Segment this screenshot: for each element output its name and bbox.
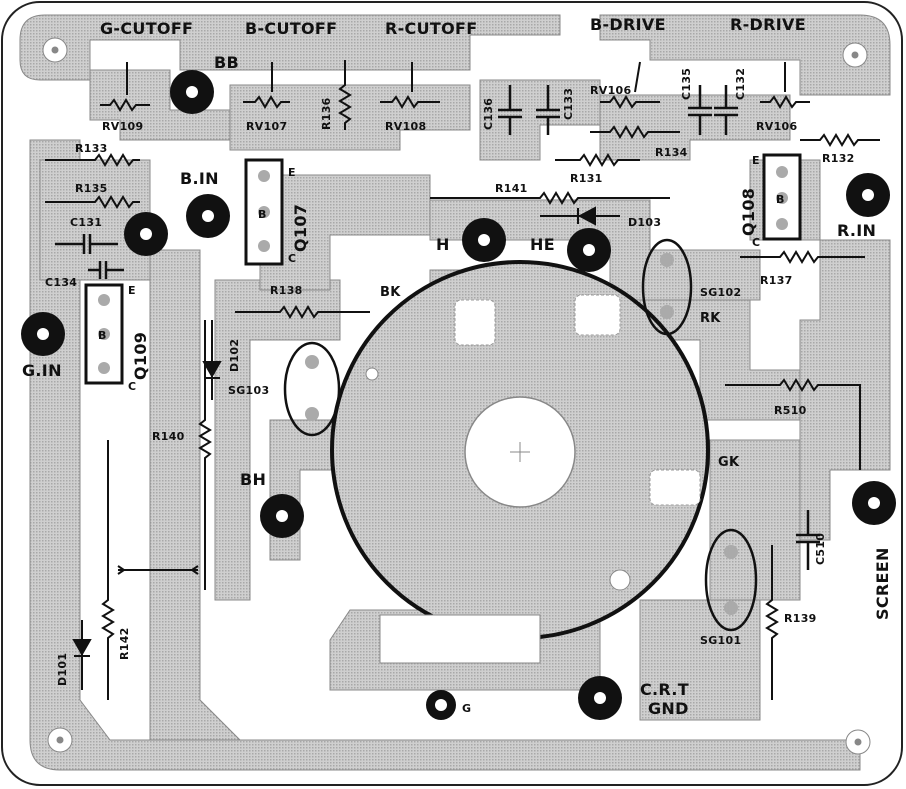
label-q108: Q108	[739, 188, 758, 236]
label-r134: R134	[655, 146, 688, 159]
label-r133: R133	[75, 142, 108, 155]
label-r137: R137	[760, 274, 793, 287]
label-d102: D102	[228, 339, 241, 372]
label-r140: R140	[152, 430, 185, 443]
diode-symbols	[72, 206, 620, 690]
terminal-pads	[21, 70, 896, 720]
label-bb: BB	[214, 53, 239, 72]
label-q109-e: E	[128, 284, 136, 297]
socket-hole	[609, 569, 631, 591]
copper-traces	[19, 14, 891, 771]
label-c136: C136	[482, 98, 495, 130]
label-c132: C132	[734, 68, 747, 100]
spark-gap-pads	[305, 253, 738, 615]
label-q108-c: C	[752, 236, 760, 249]
label-q109-c: C	[128, 380, 136, 393]
label-rv108: RV108	[385, 120, 426, 133]
label-c510: C510	[814, 533, 827, 565]
label-r510: R510	[774, 404, 807, 417]
label-q108-b: B	[776, 193, 785, 206]
trimmer-pots	[100, 61, 810, 112]
label-crt: C.R.T	[640, 680, 689, 699]
label-r131: R131	[570, 172, 603, 185]
label-q107: Q107	[291, 204, 310, 252]
label-c131: C131	[70, 216, 102, 229]
socket-pin-cutout	[454, 299, 496, 346]
label-rv106-b: RV106	[590, 84, 631, 97]
socket-cutout	[379, 614, 541, 664]
label-sg103: SG103	[228, 384, 269, 397]
label-q107-e: E	[288, 166, 296, 179]
label-rk: RK	[700, 311, 721, 326]
label-r142: R142	[118, 627, 131, 660]
label-gk: GK	[718, 455, 740, 470]
spark-gaps	[283, 238, 758, 632]
wire-links	[117, 565, 773, 700]
label-rv107: RV107	[246, 120, 287, 133]
transistor-bodies	[84, 153, 802, 385]
label-q108-e: E	[752, 154, 760, 167]
label-r-cutoff: R-CUTOFF	[385, 19, 477, 38]
label-c134: C134	[45, 276, 77, 289]
label-r138: R138	[270, 284, 303, 297]
labels: G-CUTOFF B-CUTOFF R-CUTOFF B-DRIVE R-DRI…	[22, 15, 892, 718]
label-d101: D101	[56, 653, 69, 686]
label-r139: R139	[784, 612, 817, 625]
label-q109-b: B	[98, 329, 107, 342]
label-g-in: G.IN	[22, 361, 62, 380]
label-g: G	[462, 702, 471, 715]
label-b-in: B.IN	[180, 169, 219, 188]
label-screen: SCREEN	[873, 547, 892, 620]
label-q107-b: B	[258, 208, 267, 221]
label-r-drive: R-DRIVE	[730, 15, 806, 34]
label-d103: D103	[628, 216, 661, 229]
label-sg101: SG101	[700, 634, 741, 647]
label-bk: BK	[380, 285, 401, 300]
label-q107-c: C	[288, 252, 296, 265]
label-he: HE	[530, 235, 555, 254]
label-r-in: R.IN	[837, 221, 876, 240]
label-r141: R141	[495, 182, 528, 195]
capacitor-symbols	[55, 85, 820, 570]
label-r135: R135	[75, 182, 108, 195]
label-r132: R132	[822, 152, 855, 165]
label-g-cutoff: G-CUTOFF	[100, 19, 193, 38]
label-h: H	[436, 235, 450, 254]
mounting-holes	[42, 37, 871, 755]
label-q109: Q109	[131, 332, 150, 380]
label-b-drive: B-DRIVE	[590, 15, 666, 34]
resistor-symbols	[45, 60, 880, 700]
socket-pin-cutout	[649, 469, 701, 506]
label-c135: C135	[680, 68, 693, 100]
socket-pin-cutout	[574, 294, 621, 336]
label-gnd: GND	[648, 699, 689, 718]
label-c133: C133	[562, 88, 575, 120]
label-rv109: RV109	[102, 120, 143, 133]
label-bh: BH	[240, 470, 266, 489]
socket-hole	[365, 367, 379, 381]
label-rv106: RV106	[756, 120, 797, 133]
label-b-cutoff: B-CUTOFF	[245, 19, 337, 38]
label-r136: R136	[320, 97, 333, 130]
label-sg102: SG102	[700, 286, 741, 299]
